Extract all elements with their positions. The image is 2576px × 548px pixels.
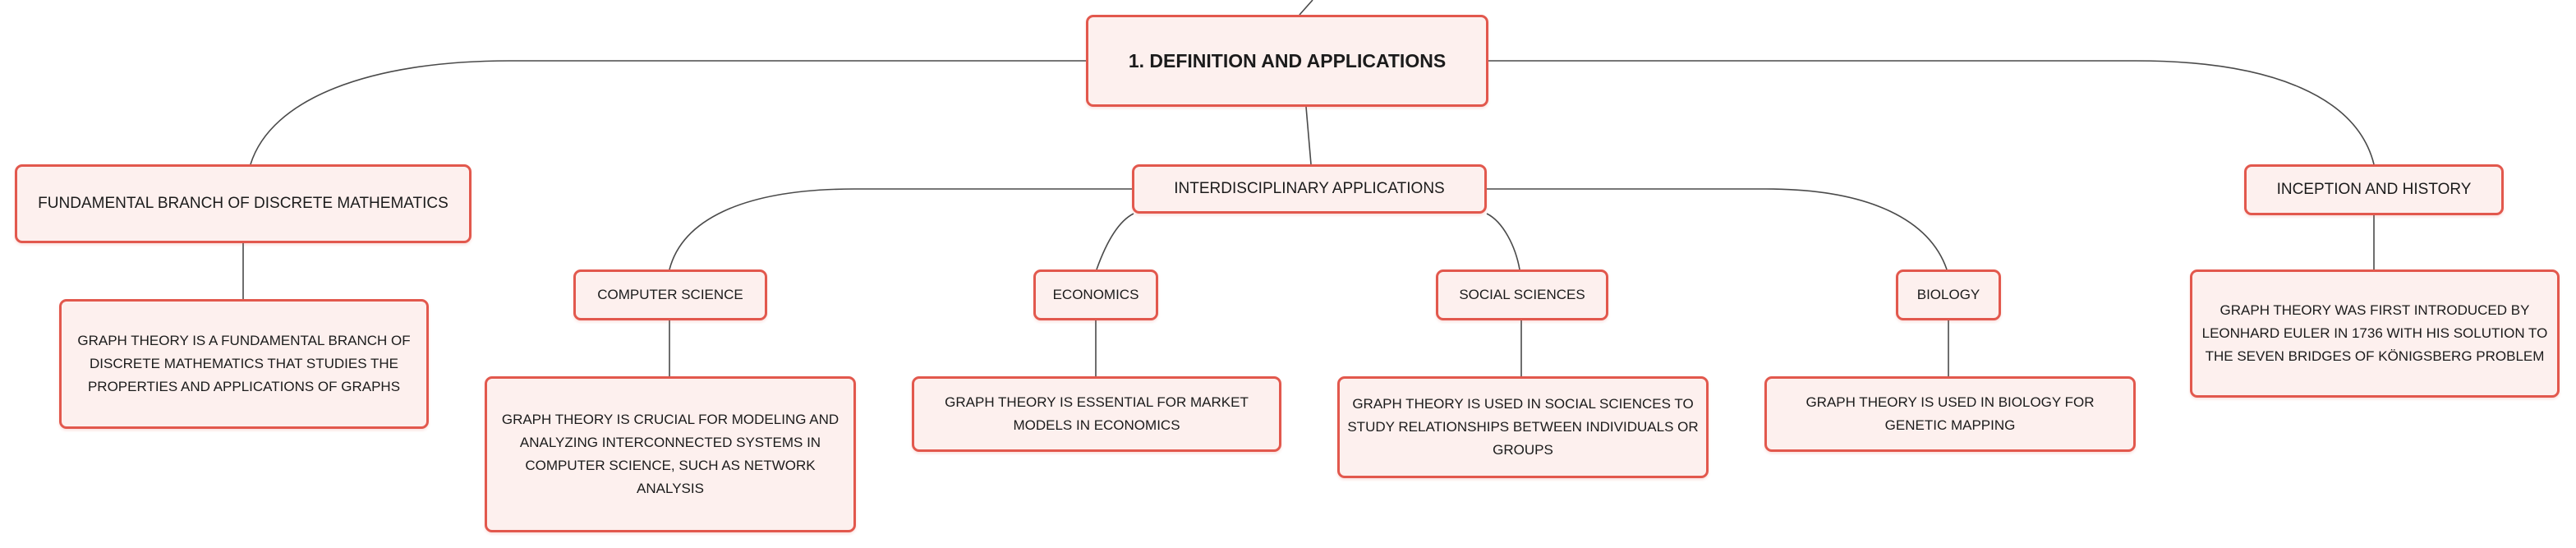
inception-history-label: INCEPTION AND HISTORY bbox=[2276, 181, 2472, 198]
interdisciplinary-node[interactable]: INTERDISCIPLINARY APPLICATIONS bbox=[1132, 164, 1487, 214]
economics-detail-node[interactable]: GRAPH THEORY IS ESSENTIAL FOR MARKET MOD… bbox=[912, 376, 1281, 452]
connector-interdisciplinary-to-economics bbox=[1096, 213, 1134, 270]
connector-root-to-inception bbox=[1488, 60, 2375, 165]
computer-science-detail-node[interactable]: GRAPH THEORY IS CRUCIAL FOR MODELING AND… bbox=[485, 376, 856, 532]
connector-root-to-interdisciplinary bbox=[1305, 106, 1312, 165]
interdisciplinary-label: INTERDISCIPLINARY APPLICATIONS bbox=[1174, 180, 1445, 197]
biology-label: BIOLOGY bbox=[1916, 287, 1980, 302]
connector-root-to-fundamental bbox=[250, 60, 1086, 165]
social-sciences-detail-text: GRAPH THEORY IS USED IN SOCIAL SCIENCES … bbox=[1347, 396, 1699, 458]
computer-science-node[interactable]: COMPUTER SCIENCE bbox=[573, 269, 767, 320]
biology-node[interactable]: BIOLOGY bbox=[1896, 269, 2001, 320]
biology-detail-node[interactable]: GRAPH THEORY IS USED IN BIOLOGY FOR GENE… bbox=[1764, 376, 2136, 452]
inception-history-node[interactable]: INCEPTION AND HISTORY bbox=[2244, 164, 2504, 215]
social-sciences-label: SOCIAL SCIENCES bbox=[1459, 287, 1585, 302]
root-node-label: 1. DEFINITION AND APPLICATIONS bbox=[1128, 49, 1447, 71]
economics-label: ECONOMICS bbox=[1052, 287, 1139, 302]
connector-interdisciplinary-to-computer-science bbox=[669, 188, 1132, 270]
inception-history-detail-text: GRAPH THEORY WAS FIRST INTRODUCED BY LEO… bbox=[2201, 302, 2548, 364]
fundamental-detail-node[interactable]: GRAPH THEORY IS A FUNDAMENTAL BRANCH OF … bbox=[59, 299, 429, 429]
social-sciences-node[interactable]: SOCIAL SCIENCES bbox=[1436, 269, 1608, 320]
economics-detail-text: GRAPH THEORY IS ESSENTIAL FOR MARKET MOD… bbox=[945, 394, 1249, 433]
biology-detail-text: GRAPH THEORY IS USED IN BIOLOGY FOR GENE… bbox=[1806, 394, 2095, 433]
inception-history-detail-node[interactable]: GRAPH THEORY WAS FIRST INTRODUCED BY LEO… bbox=[2190, 269, 2560, 398]
economics-node[interactable]: ECONOMICS bbox=[1033, 269, 1158, 320]
connector-parent-to-root bbox=[1299, 0, 1313, 16]
social-sciences-detail-node[interactable]: GRAPH THEORY IS USED IN SOCIAL SCIENCES … bbox=[1337, 376, 1709, 478]
connector-interdisciplinary-to-biology bbox=[1485, 188, 1948, 270]
fundamental-branch-node[interactable]: FUNDAMENTAL BRANCH OF DISCRETE MATHEMATI… bbox=[15, 164, 472, 243]
computer-science-detail-text: GRAPH THEORY IS CRUCIAL FOR MODELING AND… bbox=[501, 412, 840, 496]
fundamental-branch-label: FUNDAMENTAL BRANCH OF DISCRETE MATHEMATI… bbox=[38, 195, 448, 212]
computer-science-label: COMPUTER SCIENCE bbox=[597, 287, 743, 302]
connector-interdisciplinary-to-social-sciences bbox=[1486, 213, 1520, 270]
root-node[interactable]: 1. DEFINITION AND APPLICATIONS bbox=[1086, 15, 1488, 107]
fundamental-detail-text: GRAPH THEORY IS A FUNDAMENTAL BRANCH OF … bbox=[77, 333, 411, 394]
